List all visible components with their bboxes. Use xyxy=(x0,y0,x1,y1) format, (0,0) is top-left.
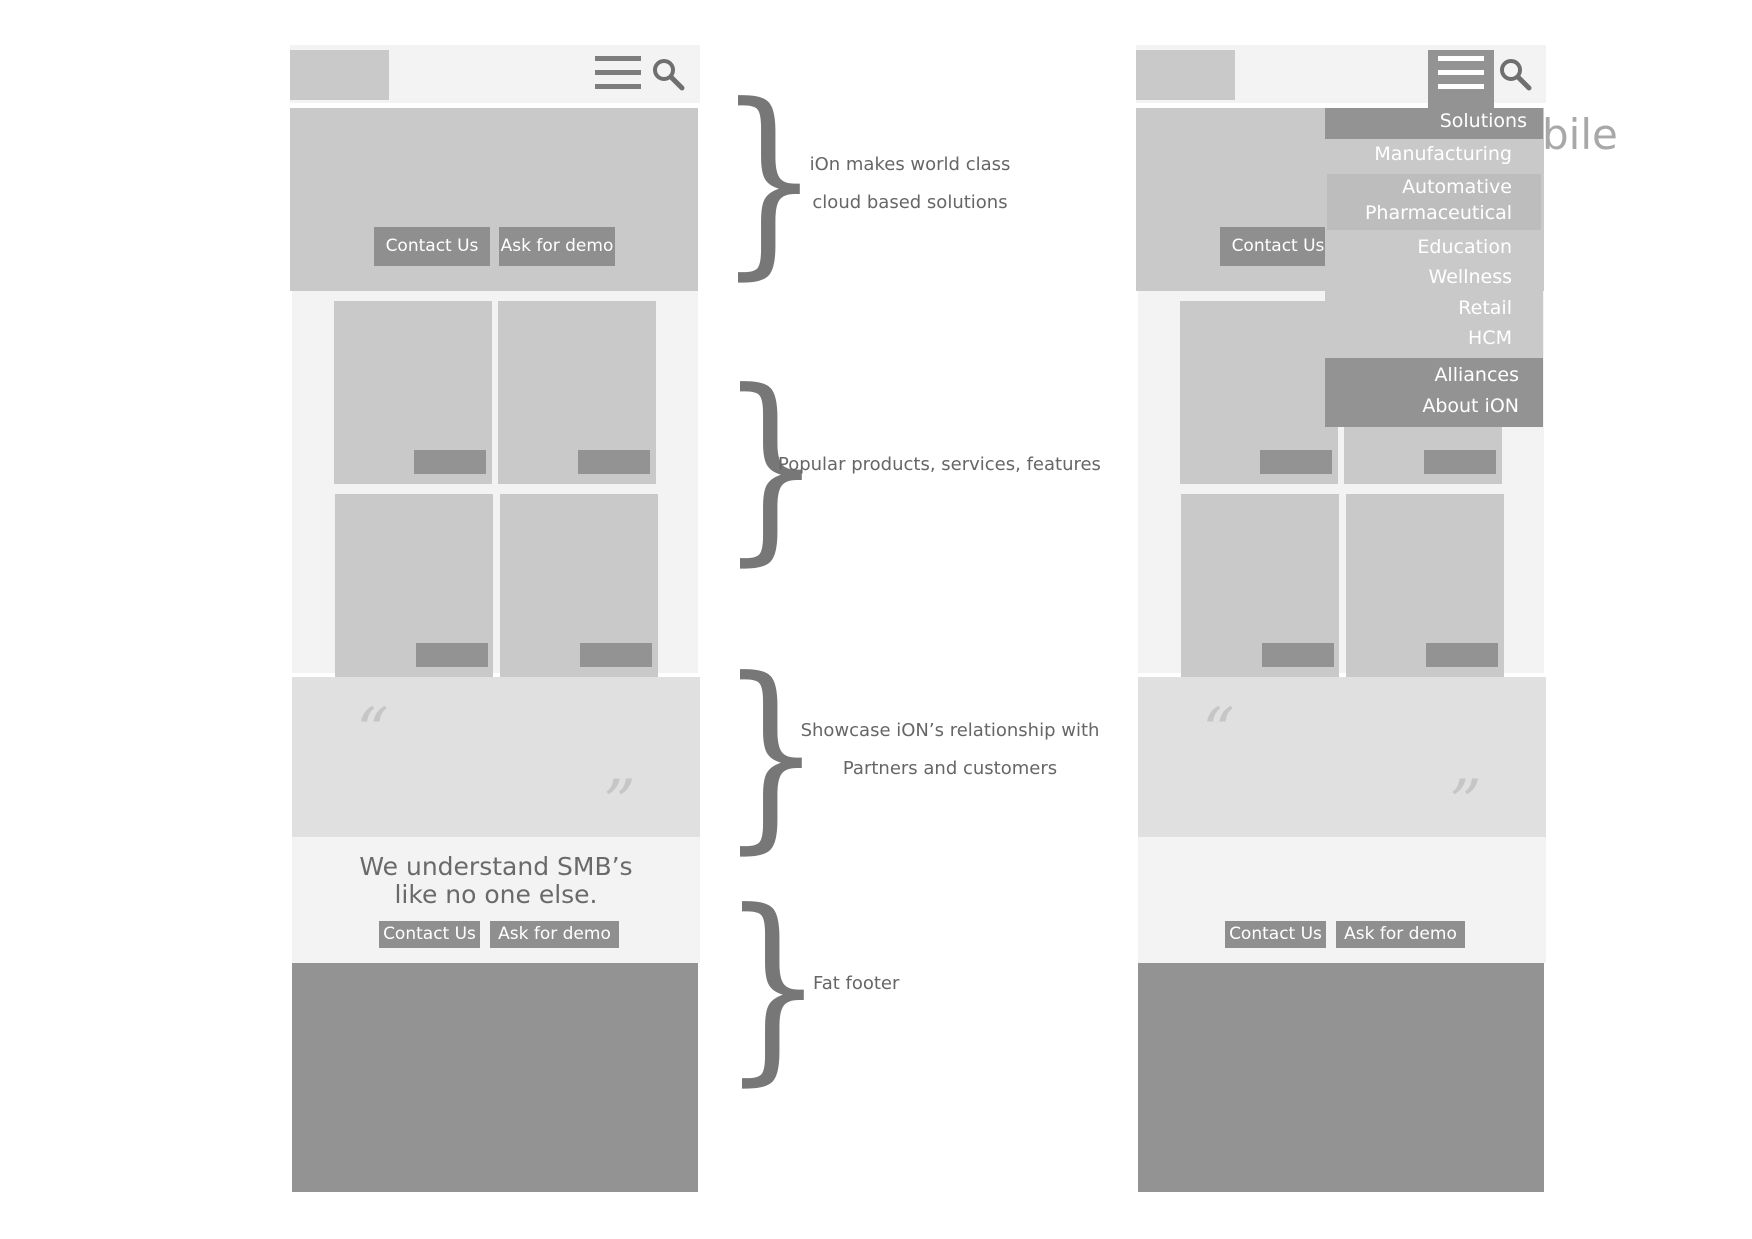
cta-contact-button[interactable]: Contact Us xyxy=(379,921,480,948)
cta-headline-line: like no one else. xyxy=(394,880,598,909)
menu-footer-bg xyxy=(1325,358,1543,427)
cta-headline: We understand SMB’s like no one else. xyxy=(292,853,700,909)
showcase-annotation: Showcase iON’s relationship with Partner… xyxy=(800,712,1100,788)
cta-demo-button[interactable]: Ask for demo xyxy=(490,921,619,948)
menu-item-automative[interactable]: Automative xyxy=(1402,176,1512,198)
testimonial-section xyxy=(1138,677,1546,837)
cta-demo-button[interactable]: Ask for demo xyxy=(1336,921,1465,948)
fat-footer xyxy=(292,963,698,1192)
open-quote-icon: “ xyxy=(356,695,389,769)
logo-placeholder xyxy=(290,50,389,100)
hero-demo-button[interactable]: Ask for demo xyxy=(499,227,615,266)
product-card-button[interactable] xyxy=(580,643,652,667)
open-quote-icon: “ xyxy=(1202,695,1235,769)
search-icon[interactable] xyxy=(1498,57,1532,91)
partial-label: bile xyxy=(1542,110,1618,159)
annotation-line: Showcase iON’s relationship with xyxy=(800,720,1100,741)
annotation-line: cloud based solutions xyxy=(812,192,1008,213)
menu-item-pharmaceutical[interactable]: Pharmaceutical xyxy=(1364,202,1512,224)
product-card-button[interactable] xyxy=(1426,643,1498,667)
hero-contact-button[interactable]: Contact Us xyxy=(1220,227,1336,266)
cta-headline-line: We understand SMB’s xyxy=(359,852,633,881)
hero-annotation: iOn makes world class cloud based soluti… xyxy=(760,146,1060,222)
product-card-button[interactable] xyxy=(1262,643,1334,667)
showcase-brace: } xyxy=(720,634,822,872)
fat-footer xyxy=(1138,963,1544,1192)
product-card-button[interactable] xyxy=(416,643,488,667)
wireframe-left: Contact Us Ask for demo “ ” We understan… xyxy=(290,45,700,1192)
search-icon[interactable] xyxy=(651,57,685,91)
hamburger-icon[interactable] xyxy=(1438,56,1484,92)
menu-item-manufacturing[interactable]: Manufacturing xyxy=(1374,143,1512,165)
menu-header-bg xyxy=(1325,108,1543,139)
menu-highlight-bg xyxy=(1327,174,1541,230)
menu-item-education[interactable]: Education xyxy=(1417,236,1512,258)
menu-header-solutions[interactable]: Solutions xyxy=(1439,110,1527,132)
hero-brace: } xyxy=(718,60,820,298)
products-annotation: Popular products, services, features xyxy=(778,454,1101,475)
cta-contact-button[interactable]: Contact Us xyxy=(1225,921,1326,948)
product-card-button[interactable] xyxy=(1260,450,1332,474)
product-card-button[interactable] xyxy=(414,450,486,474)
hero-banner xyxy=(290,108,698,291)
hero-contact-button[interactable]: Contact Us xyxy=(374,227,490,266)
logo-placeholder xyxy=(1136,50,1235,100)
menu-item-retail[interactable]: Retail xyxy=(1458,297,1512,319)
menu-item-hcm[interactable]: HCM xyxy=(1468,327,1512,349)
solutions-menu: Solutions Manufacturing Automative Pharm… xyxy=(1325,108,1543,427)
annotation-line: iOn makes world class xyxy=(809,154,1011,175)
footer-brace: } xyxy=(722,866,824,1104)
footer-annotation: Fat footer xyxy=(813,973,900,994)
annotation-line: Partners and customers xyxy=(842,758,1058,779)
product-card-button[interactable] xyxy=(578,450,650,474)
menu-item-alliances[interactable]: Alliances xyxy=(1434,364,1519,386)
close-quote-icon: ” xyxy=(603,767,636,841)
menu-item-wellness[interactable]: Wellness xyxy=(1428,266,1512,288)
menu-item-about[interactable]: About iON xyxy=(1422,395,1519,417)
close-quote-icon: ” xyxy=(1449,767,1482,841)
testimonial-section xyxy=(292,677,700,837)
hamburger-icon[interactable] xyxy=(595,56,641,92)
products-brace: } xyxy=(720,346,822,584)
product-card-button[interactable] xyxy=(1424,450,1496,474)
